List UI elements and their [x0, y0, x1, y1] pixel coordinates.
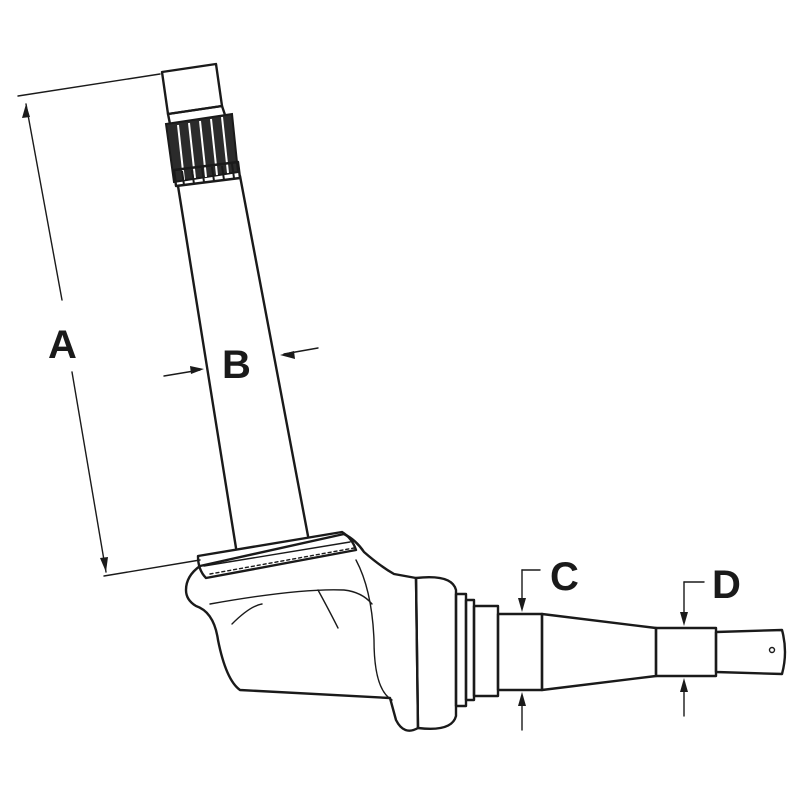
- shaft-left-edge: [176, 184, 238, 550]
- cotter-pin-hole: [768, 646, 776, 654]
- dimension-a-top-extension: [17, 73, 161, 97]
- knuckle-arm-contour: [355, 559, 393, 701]
- knuckle-inner-contour: [209, 589, 373, 605]
- dimension-b: B: [163, 343, 319, 387]
- dimension-b-arrow-right: [280, 351, 295, 359]
- knuckle-flange-line: [203, 541, 351, 567]
- dimension-a-line-upper: [25, 103, 63, 301]
- axle-threaded-end: [714, 628, 787, 676]
- inner-bearing-journal: [496, 612, 544, 692]
- dimension-a-bottom-extension: [103, 559, 201, 577]
- dimension-a-arrow-bottom: [100, 557, 108, 572]
- dimension-b-arrow-left: [190, 366, 204, 374]
- outer-bearing-journal: [654, 626, 718, 678]
- axle-taper: [540, 612, 658, 692]
- dimension-a-arrow-top: [22, 104, 30, 118]
- dimension-d-arrow-top: [680, 612, 688, 626]
- spindle-shaft: [160, 62, 310, 550]
- dimension-d-label: D: [712, 563, 741, 607]
- dimension-a: A: [17, 73, 201, 577]
- dimension-b-label: B: [222, 343, 251, 387]
- bearing-seat: [472, 604, 500, 698]
- knuckle-flange-plate: [414, 576, 458, 730]
- dimension-c-arrow-top: [518, 598, 526, 612]
- dimension-d: D: [680, 563, 741, 717]
- dimension-a-label: A: [48, 323, 77, 367]
- knuckle-body: [184, 530, 500, 732]
- dimension-c-label: C: [550, 555, 579, 599]
- seal-ring-outer: [454, 592, 468, 708]
- dimension-a-line-lower: [71, 371, 107, 573]
- dimension-c: C: [518, 555, 579, 731]
- stub-axle: [496, 612, 787, 692]
- dimension-c-arrow-bottom: [518, 692, 526, 706]
- shaft-right-edge: [238, 174, 310, 538]
- knuckle-top-flange: [196, 530, 358, 580]
- dimension-d-arrow-bottom: [680, 678, 688, 692]
